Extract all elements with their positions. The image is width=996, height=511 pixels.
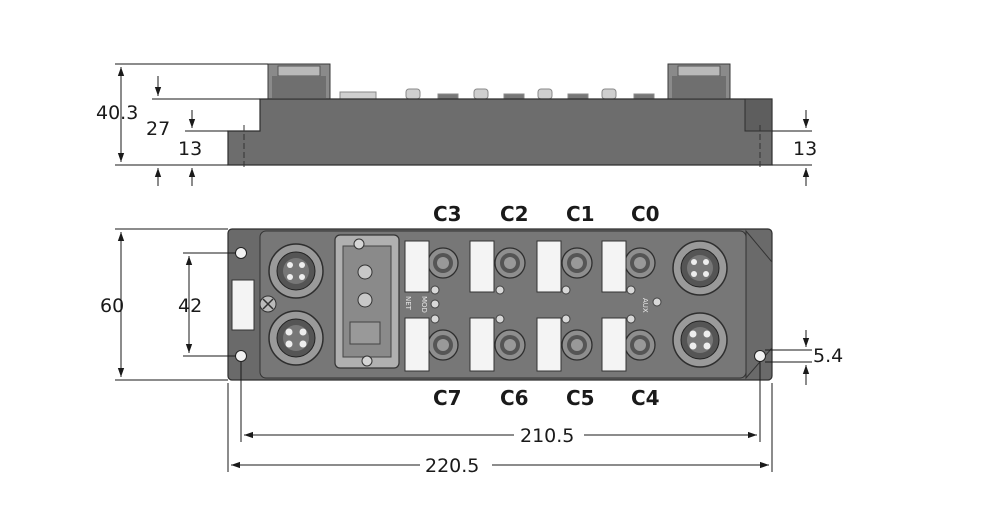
dim-hole-distance: 210.5 [520, 425, 574, 447]
bus-connector-in-icon [672, 240, 728, 296]
dim-hole-offset: 5.4 [813, 345, 843, 367]
port-c0 [624, 247, 656, 279]
port-label-c6: C6 [500, 386, 529, 410]
port-c4 [624, 329, 656, 361]
dim-base-height-right: 13 [793, 138, 817, 160]
side-top-details [339, 88, 655, 101]
port-c1 [561, 247, 593, 279]
rotary-switch-panel [334, 234, 400, 369]
port-label-c2: C2 [500, 202, 529, 226]
power-connector-out-icon [268, 310, 324, 366]
dim-base-height-left: 13 [178, 138, 202, 160]
dim-overall-height: 40.3 [96, 102, 138, 124]
status-leds [430, 285, 662, 324]
label-windows [404, 240, 627, 372]
mounting-hole [235, 247, 247, 259]
port-c5 [561, 329, 593, 361]
port-label-c5: C5 [566, 386, 595, 410]
ground-screw-icon [259, 295, 277, 313]
dim-body-height: 27 [146, 118, 170, 140]
dim-overall-length: 220.5 [425, 455, 479, 477]
port-label-c4: C4 [631, 386, 660, 410]
top-dimensions [115, 228, 812, 472]
port-label-c7: C7 [433, 386, 462, 410]
led-label-net: NET [404, 296, 412, 311]
dim-mount-spacing: 42 [178, 295, 202, 317]
rotary-switch-icon [357, 264, 373, 280]
side-connector-right [667, 63, 731, 103]
port-c2 [494, 247, 526, 279]
bus-connector-out-icon [672, 312, 728, 368]
port-label-c1: C1 [566, 202, 595, 226]
led-label-mod: MOD [420, 296, 428, 313]
label-strip [231, 279, 255, 331]
rotary-switch-icon [357, 292, 373, 308]
side-body [227, 98, 773, 166]
port-c6 [494, 329, 526, 361]
port-c7 [427, 329, 459, 361]
side-connector-left [267, 63, 331, 103]
side-dimensions [115, 63, 812, 186]
port-label-c0: C0 [631, 202, 660, 226]
mounting-hole [754, 350, 766, 362]
top-view: NET MOD AUX [227, 228, 773, 381]
power-connector-in-icon [268, 243, 324, 299]
dim-width: 60 [100, 295, 124, 317]
mounting-hole [235, 350, 247, 362]
port-label-c3: C3 [433, 202, 462, 226]
port-c3 [427, 247, 459, 279]
side-view [227, 63, 773, 170]
led-label-aux: AUX [641, 298, 649, 313]
